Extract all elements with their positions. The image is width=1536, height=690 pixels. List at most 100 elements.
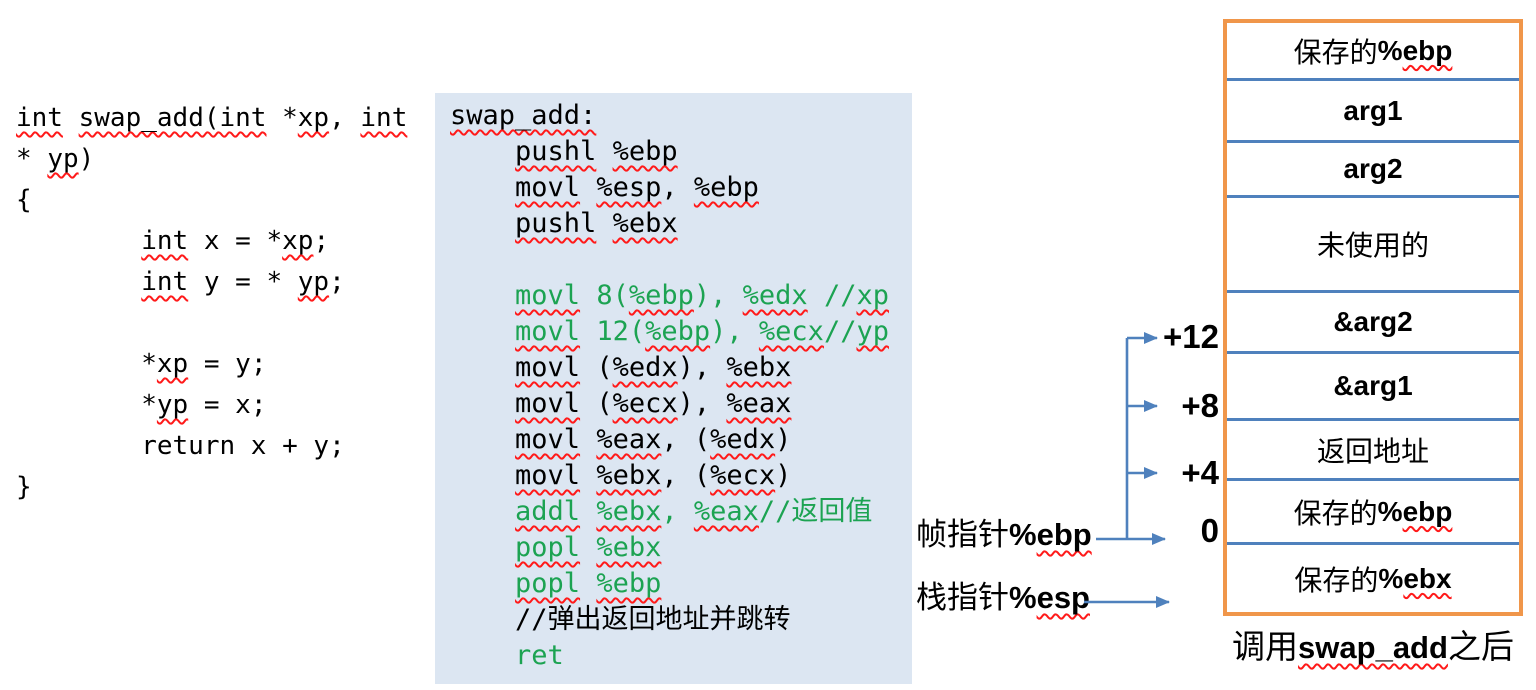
- asm-code-line: movl (%ecx), %eax: [450, 386, 889, 422]
- squiggled-text: %ebx: [612, 208, 678, 239]
- text-segment: ,: [329, 103, 361, 133]
- squiggled-text: %ecx: [710, 460, 776, 491]
- text-segment: [450, 280, 515, 311]
- text-segment: arg1: [1343, 94, 1403, 126]
- text-segment: //: [807, 280, 857, 311]
- stack-row: &arg1: [1227, 354, 1519, 421]
- text-segment: y = *: [188, 267, 298, 297]
- c-code-line: *yp = x;: [16, 385, 407, 426]
- text-segment: return x + y;: [16, 431, 345, 461]
- text-segment: [450, 460, 515, 491]
- squiggled-text: movl: [515, 280, 581, 311]
- assembly-panel: swap_add: pushl %ebp movl %esp, %ebp pus…: [435, 93, 912, 684]
- text-segment: [450, 208, 515, 239]
- text-segment: [580, 460, 596, 491]
- stack-pointer-label: 栈指针%esp: [916, 578, 1090, 618]
- offset-label-plus4: +4: [1181, 454, 1219, 491]
- squiggled-text: yp: [856, 316, 889, 347]
- c-code-line: int swap_add(int *xp, int: [16, 98, 407, 139]
- text-segment: = y;: [188, 349, 267, 379]
- c-code-line: int y = * yp;: [16, 262, 407, 303]
- squiggled-text: swap_add(int: [78, 103, 267, 133]
- text-segment: 帧指针: [916, 517, 1009, 552]
- c-code-line: {: [16, 180, 407, 221]
- text-segment: [596, 136, 612, 167]
- text-segment: 保存的: [1294, 565, 1379, 597]
- asm-code-line: popl %ebx: [450, 530, 889, 566]
- text-segment: 保存的: [1293, 37, 1378, 69]
- offset-label-zero: 0: [1200, 512, 1219, 549]
- text-segment: [580, 424, 596, 455]
- squiggled-text: int: [141, 226, 189, 256]
- asm-code-line: addl %ebx, %eax//返回值: [450, 494, 889, 530]
- text-segment: [580, 532, 596, 563]
- squiggled-text: movl: [515, 424, 581, 455]
- c-code-line: *xp = y;: [16, 344, 407, 385]
- text-segment: [16, 267, 141, 297]
- squiggled-text: int: [360, 103, 408, 133]
- asm-code-line: movl 8(%ebp), %edx //xp: [450, 278, 889, 314]
- text-segment: [450, 424, 515, 455]
- squiggled-text: yp: [297, 267, 330, 297]
- text-segment: %: [1009, 517, 1037, 552]
- offset-connector-arrows: [1084, 332, 1170, 608]
- text-segment: 调用: [1232, 630, 1299, 666]
- asm-code-line: popl %ebp: [450, 566, 889, 602]
- text-segment: [450, 352, 515, 383]
- asm-code-line: swap_add:: [450, 98, 889, 134]
- squiggled-text: %esp: [596, 172, 662, 203]
- asm-code-line: movl %eax, (%edx): [450, 422, 889, 458]
- text-segment: //: [823, 316, 857, 347]
- text-segment: ),: [677, 388, 727, 419]
- stack-row: 保存的%ebx: [1227, 545, 1519, 612]
- squiggled-text: swap_add: [1298, 630, 1448, 665]
- text-segment: [450, 136, 515, 167]
- squiggled-text: addl: [515, 496, 581, 527]
- assembly-code-block: swap_add: pushl %ebp movl %esp, %ebp pus…: [450, 98, 889, 674]
- squiggled-text: popl: [515, 532, 581, 563]
- squiggled-text: pushl: [515, 208, 597, 239]
- text-segment: *: [266, 103, 298, 133]
- stack-row: arg2: [1227, 143, 1519, 198]
- stack-row: 返回地址: [1227, 421, 1519, 481]
- text-segment: 8(: [580, 280, 629, 311]
- text-segment: (: [580, 388, 613, 419]
- asm-code-line: [450, 242, 889, 278]
- text-segment: [580, 568, 596, 599]
- text-segment: ),: [677, 352, 727, 383]
- squiggled-text: movl: [515, 316, 581, 347]
- squiggled-text: swap_add:: [450, 100, 597, 131]
- stack-row: arg1: [1227, 81, 1519, 143]
- squiggled-text: ebp: [1402, 495, 1453, 527]
- squiggled-text: %edx: [612, 352, 678, 383]
- text-segment: &arg1: [1333, 370, 1413, 401]
- squiggled-text: movl: [515, 460, 581, 491]
- squiggled-text: %ebp: [645, 316, 711, 347]
- text-segment: ,: [661, 496, 694, 527]
- squiggled-text: %ebx: [596, 532, 662, 563]
- text-segment: %: [1378, 562, 1404, 594]
- squiggled-text: %ecx: [758, 316, 824, 347]
- text-segment: *: [16, 144, 48, 174]
- text-segment: 保存的: [1293, 498, 1378, 530]
- text-segment: ): [775, 460, 792, 491]
- text-segment: [580, 172, 596, 203]
- asm-code-line: movl %esp, %ebp: [450, 170, 889, 206]
- text-segment: [580, 496, 596, 527]
- squiggled-text: int: [16, 103, 63, 133]
- text-segment: [450, 532, 515, 563]
- squiggled-text: %ebx: [726, 352, 792, 383]
- text-segment: *: [16, 390, 157, 420]
- text-segment: , (: [661, 424, 711, 455]
- squiggled-text: esp: [1036, 580, 1090, 615]
- text-segment: 之后: [1447, 630, 1514, 666]
- stack-row: 保存的%ebp: [1227, 481, 1519, 545]
- text-segment: [63, 103, 79, 133]
- squiggled-text: %edx: [742, 280, 808, 311]
- text-segment: ),: [710, 316, 759, 347]
- text-segment: ): [78, 144, 95, 174]
- c-code-line: int x = *xp;: [16, 221, 407, 262]
- text-segment: x = *: [188, 226, 283, 256]
- text-segment: [16, 226, 141, 256]
